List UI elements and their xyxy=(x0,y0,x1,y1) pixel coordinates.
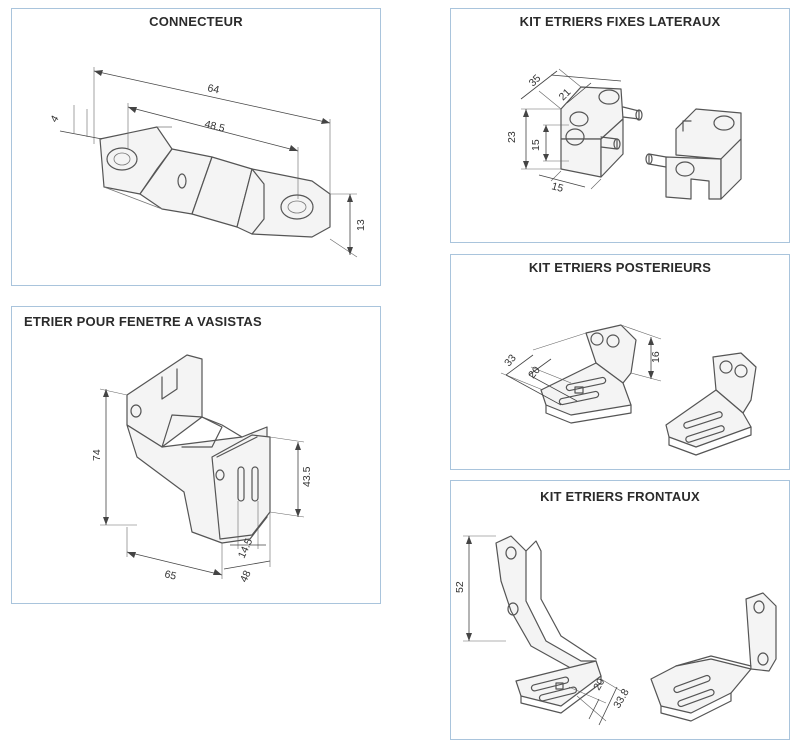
dim-33-8: 33.8 xyxy=(611,687,632,711)
vasistas-drawing: 74 43.5 14.5 48 65 xyxy=(91,354,313,584)
dim-48: 48 xyxy=(238,568,254,584)
dim-15-bottom: 15 xyxy=(550,180,565,195)
panel-title: KIT ETRIERS FRONTAUX xyxy=(540,489,700,504)
dim-74: 74 xyxy=(91,449,103,461)
dim-65: 65 xyxy=(163,568,177,583)
panel-frontaux: KIT ETRIERS FRONTAUX 52 20 xyxy=(450,480,790,740)
dim-16: 16 xyxy=(650,351,662,363)
lateraux-drawing: 35 21 23 15 15 xyxy=(506,68,742,200)
dim-15-vertical: 15 xyxy=(530,139,542,151)
panel-connecteur: CONNECTEUR 64 48.5 4 xyxy=(11,8,381,286)
dim-13: 13 xyxy=(355,219,367,231)
panel-title: KIT ETRIERS POSTERIEURS xyxy=(528,260,712,275)
dim-33: 33 xyxy=(502,352,519,369)
dim-48-5: 48.5 xyxy=(203,118,226,135)
dim-64: 64 xyxy=(206,82,220,96)
dim-43-5: 43.5 xyxy=(301,466,313,487)
dim-35: 35 xyxy=(527,72,544,89)
panel-title: KIT ETRIERS FIXES LATERAUX xyxy=(519,14,721,29)
panel-title: CONNECTEUR xyxy=(149,14,243,29)
panel-title: ETRIER POUR FENETRE A VASISTAS xyxy=(24,314,262,329)
dim-4: 4 xyxy=(48,113,61,124)
posterieurs-drawing: 33 20 16 xyxy=(500,324,757,456)
panel-vasistas: ETRIER POUR FENETRE A VASISTAS 74 43.5 xyxy=(11,306,381,604)
panel-posterieurs: KIT ETRIERS POSTERIEURS 33 20 xyxy=(450,254,790,470)
panel-lateraux: KIT ETRIERS FIXES LATERAUX 35 21 xyxy=(450,8,790,243)
frontaux-drawing: 52 20 33.8 xyxy=(454,535,777,726)
connecteur-drawing: 64 48.5 4 13 xyxy=(48,67,367,258)
dim-23: 23 xyxy=(506,131,518,143)
dim-52: 52 xyxy=(454,581,466,593)
